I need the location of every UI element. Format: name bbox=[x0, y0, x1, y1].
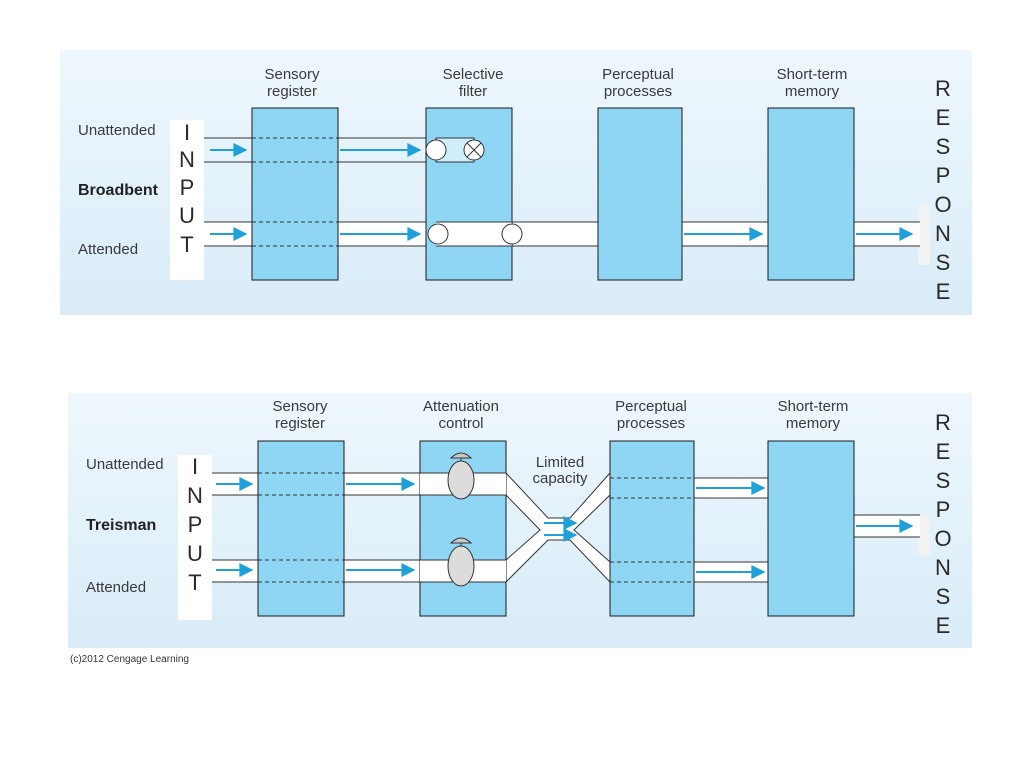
broadbent-arrows bbox=[210, 143, 914, 241]
treisman-valve-unattended-icon bbox=[447, 452, 475, 500]
treisman-attenuation-title-1: Attenuation bbox=[423, 398, 499, 415]
treisman-valve-attended-icon bbox=[447, 537, 475, 587]
treisman-limited-title-2: capacity bbox=[532, 470, 588, 487]
broadbent-blocked-valve-icon bbox=[463, 139, 485, 161]
broadbent-perceptual-title-1: Perceptual bbox=[602, 66, 674, 83]
treisman-dashes bbox=[258, 472, 694, 583]
treisman-unattended-label: Unattended bbox=[86, 456, 164, 473]
response-letter: S bbox=[936, 468, 951, 493]
response-letter: O bbox=[934, 192, 951, 217]
broadbent-filter-title-2: filter bbox=[459, 83, 487, 100]
broadbent-response-bar bbox=[918, 205, 930, 265]
response-letter: E bbox=[936, 613, 951, 638]
treisman-sensory-title-1: Sensory bbox=[272, 398, 328, 415]
treisman-sensory-title-2: register bbox=[275, 415, 325, 432]
broadbent-stm-box bbox=[767, 107, 855, 281]
response-letter: N bbox=[935, 555, 951, 580]
treisman-attended-label: Attended bbox=[86, 579, 146, 596]
input-letter: P bbox=[188, 512, 203, 537]
treisman-arrows bbox=[216, 477, 914, 579]
treisman-attenuation-title-2: control bbox=[438, 415, 483, 432]
broadbent-sensory-dashes bbox=[252, 137, 338, 247]
broadbent-response-letters: R E S P O N S E bbox=[934, 76, 951, 304]
input-letter: I bbox=[184, 120, 190, 145]
response-letter: E bbox=[936, 279, 951, 304]
treisman-response-letters: R E S P O N S E bbox=[934, 410, 951, 638]
response-letter: P bbox=[936, 163, 951, 188]
response-letter: O bbox=[934, 526, 951, 551]
response-letter: R bbox=[935, 76, 951, 101]
broadbent-perceptual-box bbox=[597, 107, 683, 281]
response-letter: S bbox=[936, 134, 951, 159]
input-letter: N bbox=[179, 147, 195, 172]
response-letter: E bbox=[936, 105, 951, 130]
response-letter: N bbox=[935, 221, 951, 246]
broadbent-input-letters: I N P U T bbox=[179, 120, 195, 257]
treisman-model-name: Treisman bbox=[86, 517, 156, 534]
input-letter: U bbox=[187, 541, 203, 566]
treisman-limited-title-1: Limited bbox=[536, 454, 584, 471]
treisman-perceptual-title-1: Perceptual bbox=[615, 398, 687, 415]
treisman-stm-box bbox=[767, 440, 855, 617]
input-letter: P bbox=[180, 175, 195, 200]
input-letter: U bbox=[179, 203, 195, 228]
broadbent-output-valve-icon bbox=[501, 223, 523, 245]
broadbent-attended-valve-icon bbox=[427, 223, 449, 245]
broadbent-filter-title-1: Selective bbox=[443, 66, 504, 83]
broadbent-selective-filter-box bbox=[425, 107, 513, 281]
treisman-sensory-register-box bbox=[257, 440, 345, 617]
broadbent-open-valve-icon bbox=[425, 139, 447, 161]
input-letter: N bbox=[187, 483, 203, 508]
treisman-input-letters: I N P U T bbox=[187, 454, 203, 595]
broadbent-unattended-label: Unattended bbox=[78, 122, 156, 139]
broadbent-model-name: Broadbent bbox=[78, 182, 159, 199]
broadbent-perceptual-title-2: processes bbox=[604, 83, 672, 100]
broadbent-stm-title-1: Short-term bbox=[777, 66, 848, 83]
treisman-perceptual-title-2: processes bbox=[617, 415, 685, 432]
response-letter: R bbox=[935, 410, 951, 435]
input-letter: T bbox=[180, 232, 193, 257]
broadbent-sensory-title-2: register bbox=[267, 83, 317, 100]
response-letter: S bbox=[936, 584, 951, 609]
broadbent-panel: Unattended Broadbent Attended I N P U T … bbox=[60, 50, 972, 315]
copyright-notice: (c)2012 Cengage Learning bbox=[70, 654, 189, 665]
treisman-stm-title-1: Short-term bbox=[778, 398, 849, 415]
response-letter: S bbox=[936, 250, 951, 275]
broadbent-attended-label: Attended bbox=[78, 241, 138, 258]
treisman-input-bar bbox=[178, 455, 212, 620]
treisman-stm-title-2: memory bbox=[786, 415, 841, 432]
treisman-panel: Unattended Treisman Attended I N P U T R… bbox=[68, 393, 972, 648]
response-letter: E bbox=[936, 439, 951, 464]
treisman-attenuation-box bbox=[419, 440, 507, 617]
broadbent-input-bar bbox=[170, 120, 204, 280]
broadbent-sensory-register-box bbox=[251, 107, 339, 281]
treisman-response-bar bbox=[918, 515, 930, 555]
broadbent-sensory-title-1: Sensory bbox=[264, 66, 320, 83]
response-letter: P bbox=[936, 497, 951, 522]
input-letter: I bbox=[192, 454, 198, 479]
broadbent-stm-title-2: memory bbox=[785, 83, 840, 100]
input-letter: T bbox=[188, 570, 201, 595]
treisman-perceptual-box bbox=[609, 440, 695, 617]
